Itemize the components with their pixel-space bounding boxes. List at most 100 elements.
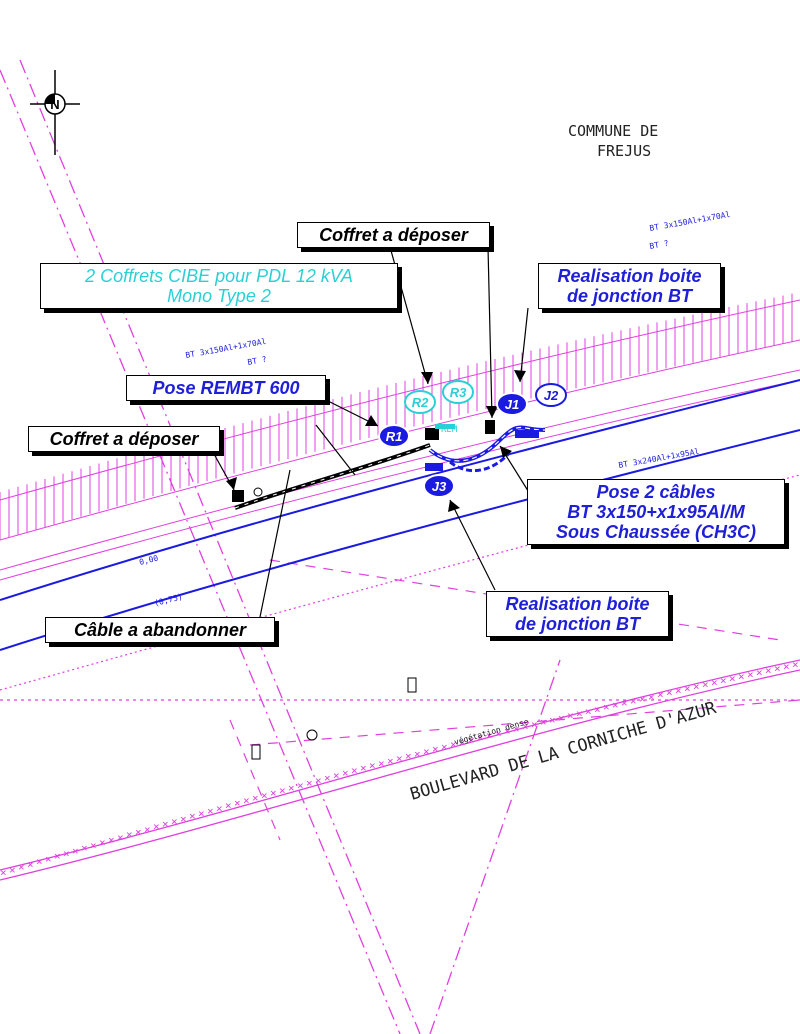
fence-x-mark: × <box>675 684 682 697</box>
leader-realisation-bottom <box>449 499 496 591</box>
manhole-2 <box>251 744 261 760</box>
tree-symbol <box>306 729 318 741</box>
alignment-line-2 <box>19 59 421 1034</box>
fence-x-mark: × <box>225 799 232 812</box>
junction-box-j2 <box>515 430 539 438</box>
fence-x-mark: × <box>594 703 601 716</box>
callout-coffret-top: Coffret a déposer <box>297 222 490 248</box>
cable-label-top-right-1: BT 3x150Al+1x70Al <box>649 210 731 233</box>
coffret-cibe <box>435 424 455 429</box>
fence-x-mark: × <box>504 725 511 738</box>
boundary-line-lower <box>0 669 800 881</box>
fence-x-mark: × <box>45 852 52 865</box>
fence-x-mark: × <box>765 664 772 677</box>
fence-x-mark: × <box>306 776 313 789</box>
fence-x-mark: × <box>324 771 331 784</box>
callout-cable-abandon-text: Câble a abandonner <box>73 620 247 640</box>
north-label: N <box>50 97 59 112</box>
callout-coffrets-cibe-line-2: Mono Type 2 <box>167 286 271 306</box>
fence-x-mark: × <box>603 701 610 714</box>
fence-x-mark: × <box>639 692 646 705</box>
callout-pose-cables-line-2: BT 3x150+x1x95Al/M <box>567 502 745 522</box>
callout-realisation-bottom-line-1: Realisation boite <box>505 594 650 614</box>
callout-coffrets-cibe-line-1: 2 Coffrets CIBE pour PDL 12 kVA <box>85 266 353 286</box>
leader-coffret-top <box>487 246 493 419</box>
fence-x-mark: × <box>108 834 115 847</box>
fence-x-mark: × <box>531 718 538 731</box>
marker-j1-label: J1 <box>505 397 519 412</box>
arrow-rembt <box>365 415 378 426</box>
abandoned-cable-hatch <box>234 444 431 509</box>
fence-x-mark: × <box>333 769 340 782</box>
fence-x-mark: × <box>0 866 7 879</box>
marker-r2 <box>404 390 436 414</box>
fence-x-mark: × <box>279 784 286 797</box>
fence-x-mark: × <box>54 850 61 863</box>
fence-x-mark: × <box>216 802 223 815</box>
arrow-coffrets-cibe <box>421 372 433 384</box>
fence-x-mark: × <box>513 722 520 735</box>
cable-label-top-right-2: BT ? <box>649 239 670 251</box>
fence-x-mark: × <box>432 743 439 756</box>
fence-x-mark: × <box>126 828 133 841</box>
marker-r1-label: R1 <box>386 429 403 444</box>
marker-j3-label: J3 <box>432 479 447 494</box>
callout-pose-cables-line-3: Sous Chaussée (CH3C) <box>555 522 757 542</box>
boundary-dash-3 <box>229 719 281 841</box>
fence-x-mark: × <box>144 823 151 836</box>
fence-x-mark: × <box>162 818 169 831</box>
fence-x-mark: × <box>288 781 295 794</box>
fence-x-mark: × <box>99 836 106 849</box>
commune-line-2: FREJUS <box>597 142 651 160</box>
alignment-line-3 <box>429 659 561 1034</box>
fence-x-mark: × <box>585 705 592 718</box>
fence-x-mark: × <box>198 807 205 820</box>
fence-x-mark: × <box>621 697 628 710</box>
fence-x-mark: × <box>756 666 763 679</box>
fence-x-mark: × <box>351 764 358 777</box>
kerb-line-top <box>0 299 800 501</box>
coffret-r1 <box>425 428 439 440</box>
fence-x-mark: × <box>414 747 421 760</box>
fence-x-mark: × <box>378 757 385 770</box>
fence-x-mark: × <box>252 791 259 804</box>
marker-j2-label: J2 <box>544 388 559 403</box>
marker-r3-label: R3 <box>450 385 467 400</box>
fence-x-mark: × <box>423 745 430 758</box>
fence-x-mark: × <box>720 674 727 687</box>
fence-x-mark: × <box>36 855 43 868</box>
fence-x-mark: × <box>468 734 475 747</box>
callout-realisation-top-line-1: Realisation boite <box>557 266 702 286</box>
fence-x-mark: × <box>747 668 754 681</box>
fence-x-mark: × <box>522 720 529 733</box>
callout-coffret-left: Coffret a déposer <box>28 426 220 452</box>
callout-realisation-top: Realisation boite de jonction BT <box>538 263 721 309</box>
fence-x-mark: × <box>738 670 745 683</box>
fence-x-mark: × <box>567 709 574 722</box>
fence-x-mark: × <box>153 820 160 833</box>
fence-x-mark: × <box>207 804 214 817</box>
arrow-realisation-top <box>514 370 526 382</box>
fence-x-mark: × <box>180 812 187 825</box>
callout-pose-cables-line-1: Pose 2 câbles <box>596 482 716 502</box>
fence-x-mark: × <box>297 779 304 792</box>
fence-x-mark: × <box>9 863 16 876</box>
boundary-dash-2 <box>249 699 800 746</box>
fence-x-mark: × <box>342 766 349 779</box>
rem-label: REM <box>441 425 458 435</box>
coffret-left <box>232 490 244 502</box>
arrow-realisation-bottom <box>448 500 460 512</box>
fence-x-mark: × <box>666 686 673 699</box>
fence-x-mark: × <box>135 826 142 839</box>
fence-x-mark: × <box>243 794 250 807</box>
cable-label-left-2: BT ? <box>247 355 268 367</box>
fence-x-mark: × <box>684 682 691 695</box>
fence-x-mark: × <box>630 694 637 707</box>
fence-x-mark: × <box>774 662 781 675</box>
fence-x-mark: × <box>441 740 448 753</box>
callout-realisation-top-line-2: de jonction BT <box>567 286 692 306</box>
callout-coffret-left-text: Coffret a déposer <box>49 429 199 449</box>
fence-x-mark: × <box>558 711 565 724</box>
fence-x-mark: × <box>783 660 790 673</box>
